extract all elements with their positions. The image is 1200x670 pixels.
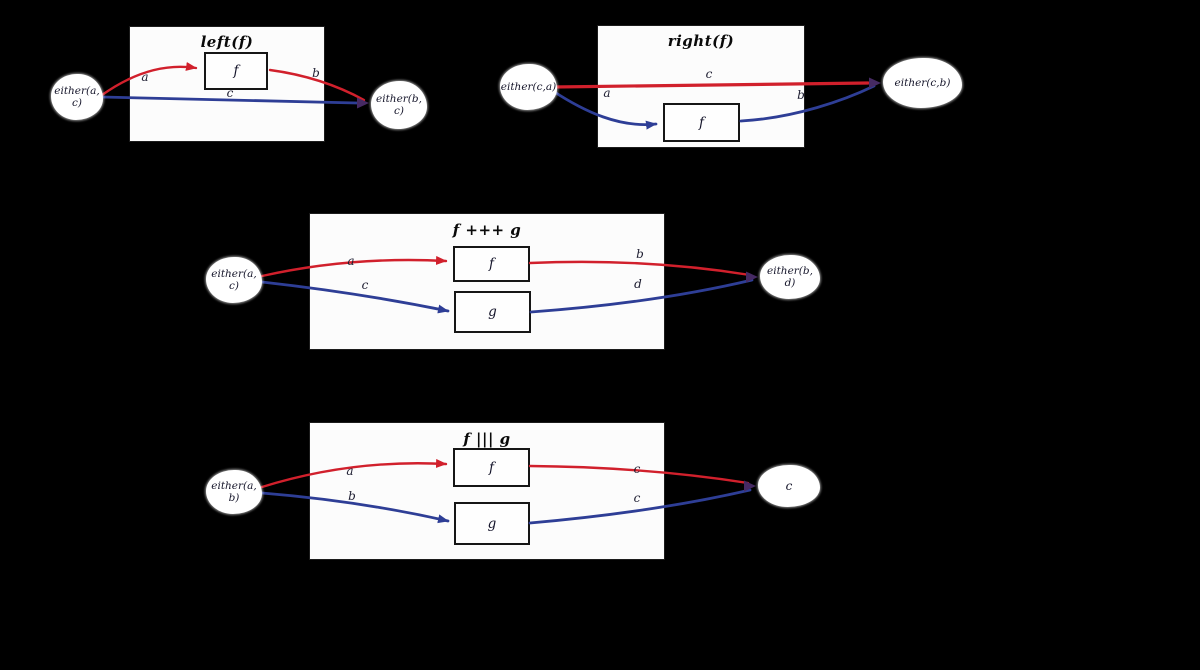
rightf-f-box: f: [663, 103, 740, 142]
leftf-merged-arrowhead: [357, 97, 369, 109]
rightf-target-node: either(c,b): [883, 58, 962, 108]
rightf-edge-label-a: a: [603, 86, 611, 100]
fanin-source-node: either(a, b): [206, 470, 262, 514]
fanin-g-box: g: [454, 502, 530, 545]
fanin-title: f ||| g: [463, 430, 511, 448]
leftf-f-box: f: [204, 52, 268, 90]
fanin-edge-label-c-top: c: [633, 462, 641, 476]
rightf-title: right(f): [667, 32, 735, 50]
plus-edge-label-b: b: [636, 247, 644, 261]
plus-edge-label-c: c: [361, 278, 369, 292]
leftf-title: left(f): [200, 33, 254, 51]
fanin-merged-arrowhead: [744, 480, 756, 492]
plus-target-node: either(b, d): [760, 255, 820, 299]
leftf-source-node: either(a, c): [51, 74, 103, 120]
leftf-target-node: either(b, c): [371, 81, 427, 129]
plus-title: f +++ g: [452, 221, 522, 239]
rightf-merged-arrowhead: [869, 77, 881, 89]
plus-g-box: g: [454, 291, 531, 333]
rightf-source-node: either(c,a): [500, 64, 557, 110]
fanin-f-box: f: [453, 448, 530, 487]
plus-merged-arrowhead: [746, 271, 758, 283]
fanin-edge-label-b: b: [348, 489, 356, 503]
plus-f-box: f: [453, 246, 530, 282]
rightf-edge-label-c: c: [705, 67, 713, 81]
fanin-edge-label-a: a: [346, 464, 354, 478]
plus-edge-label-a: a: [347, 254, 355, 268]
leftf-edge-label-b: b: [312, 66, 320, 80]
rightf-edge-label-b: b: [797, 88, 805, 102]
fanin-edge-label-c-bottom: c: [633, 491, 641, 505]
fanin-target-node: c: [758, 465, 820, 507]
plus-source-node: either(a, c): [206, 257, 262, 303]
leftf-edge-label-a: a: [141, 70, 149, 84]
plus-edge-label-d: d: [634, 277, 642, 291]
leftf-edge-label-c: c: [226, 86, 234, 100]
